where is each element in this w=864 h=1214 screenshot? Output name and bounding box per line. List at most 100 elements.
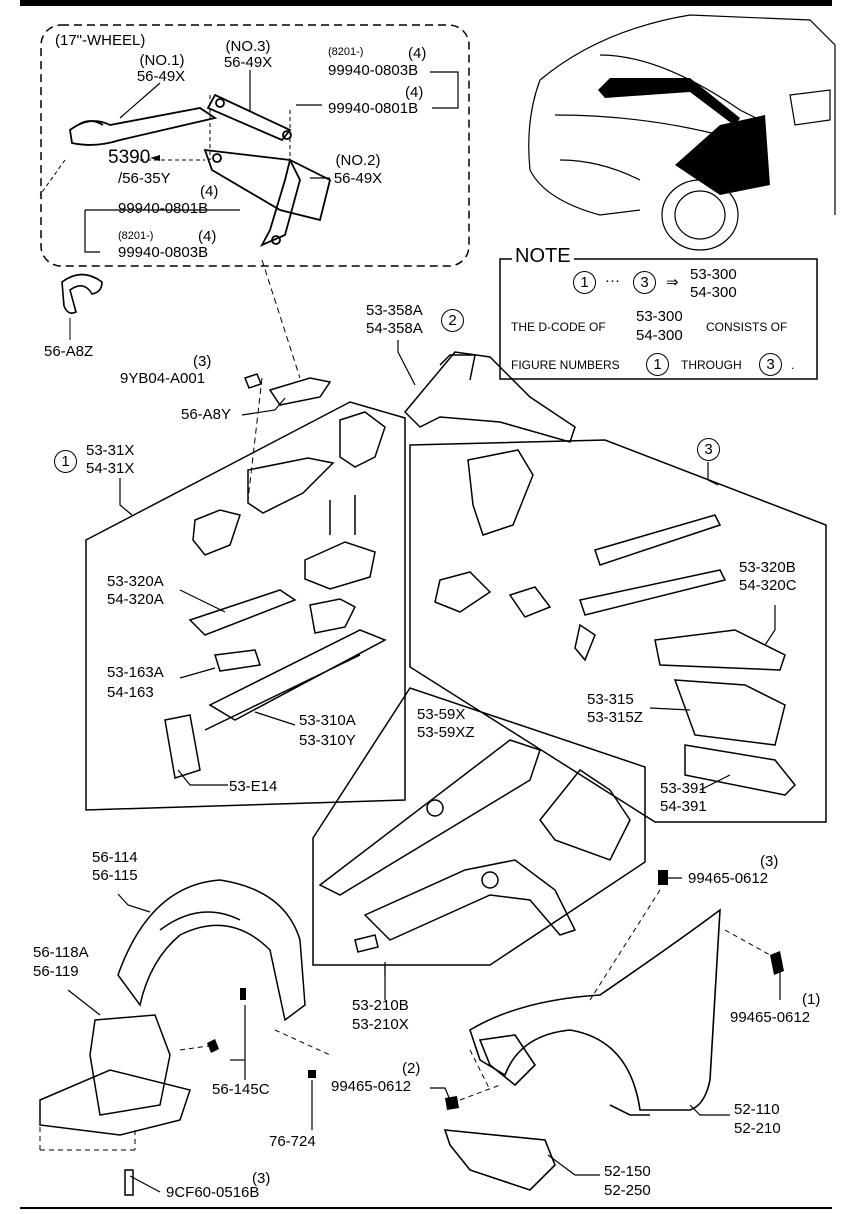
label-56-145c: 56-145C <box>212 1081 270 1098</box>
group3-parts <box>434 449 797 796</box>
wheel-box-pointers <box>84 70 459 253</box>
label-76-724: 76-724 <box>269 1133 316 1150</box>
label-no3: (NO.3) <box>225 38 271 55</box>
group3-pointers <box>649 605 776 791</box>
label-99465-0612-left: 99465-0612 <box>331 1078 412 1095</box>
label-53-31x: 53-31X <box>86 442 135 459</box>
note-line3-mid: THROUGH <box>681 358 742 372</box>
note-circle-3: 3 <box>633 271 656 294</box>
group1-parts <box>164 411 387 779</box>
label-52-210: 52-210 <box>734 1120 781 1137</box>
group3-frame <box>409 439 827 823</box>
group2-parts <box>318 739 631 953</box>
label-53-320a: 53-320A <box>107 573 164 590</box>
fender-pointers <box>384 877 781 1176</box>
note-line2-code1: 53-300 <box>636 308 683 325</box>
note-line3-pre: FIGURE NUMBERS <box>511 358 620 372</box>
label-56-114: 56-114 <box>92 849 138 866</box>
label-53-315: 53-315 <box>587 691 634 708</box>
label-54-320c: 54-320C <box>739 577 797 594</box>
label-56-a8z: 56-A8Z <box>44 343 94 360</box>
label-no3-part: 56-49X <box>223 54 273 71</box>
qty-3-screw: (3) <box>760 853 779 870</box>
note-line3-circle-3: 3 <box>759 353 782 376</box>
qty-4-c: (4) <box>200 183 219 200</box>
circle-1-group: 1 <box>54 450 77 473</box>
wheel-box-leaders <box>39 95 291 196</box>
label-53-59xz: 53-59XZ <box>417 724 475 741</box>
note-code-53-300: 53-300 <box>690 266 737 283</box>
qty-3-a: (3) <box>193 353 212 370</box>
qty-2-screw: (2) <box>402 1060 421 1077</box>
note-dots: ··· <box>605 272 620 289</box>
car-sketch <box>528 14 836 251</box>
label-54-391: 54-391 <box>660 798 707 815</box>
note-arrow: ⇒ <box>666 274 679 291</box>
label-52-250: 52-250 <box>604 1182 651 1199</box>
label-52-150: 52-150 <box>604 1163 651 1180</box>
label-53-391: 53-391 <box>660 780 707 797</box>
group2-frame <box>312 687 646 966</box>
label-8201-bot: (8201-) <box>118 230 154 242</box>
label-53-163a: 53-163A <box>107 664 164 681</box>
note-line2-pre: THE D-CODE OF <box>511 320 606 334</box>
note-line2-code2: 54-300 <box>636 327 683 344</box>
label-53-59x: 53-59X <box>417 706 466 723</box>
label-99465-0612-top: 99465-0612 <box>688 870 769 887</box>
label-no2: (NO.2) <box>335 152 381 169</box>
label-53-e14: 53-E14 <box>229 778 278 795</box>
label-53-315z: 53-315Z <box>587 709 643 726</box>
bracket-56a8y <box>268 377 332 406</box>
label-8201-top: (8201-) <box>328 46 364 58</box>
label-5390: 5390 <box>108 147 151 168</box>
note-title: NOTE <box>512 245 574 268</box>
fender-liner <box>39 879 306 1136</box>
label-99940-0803b-top: 99940-0803B <box>328 62 419 79</box>
note-line3-circle-1: 1 <box>646 353 669 376</box>
qty-3-cf60: (3) <box>252 1170 271 1187</box>
label-9cf60-0516b: 9CF60-0516B <box>166 1184 260 1201</box>
label-53-310y: 53-310Y <box>299 732 356 749</box>
label-99465-0612-right: 99465-0612 <box>730 1009 811 1026</box>
label-53-320b: 53-320B <box>739 559 796 576</box>
liner-pointers <box>67 893 313 1193</box>
label-56-119: 56-119 <box>33 963 79 980</box>
note-code-54-300: 54-300 <box>690 284 737 301</box>
note-line3-end: . <box>791 358 795 372</box>
circle-2-358a: 2 <box>441 309 464 332</box>
mud-flap <box>443 1129 556 1191</box>
hood-seal-highlight <box>598 78 740 126</box>
label-99940-0801b-top: 99940-0801B <box>328 100 419 117</box>
label-54-358a: 54-358A <box>366 320 423 337</box>
label-no1-part: 56-49X <box>136 68 186 85</box>
qty-1-screw: (1) <box>802 991 821 1008</box>
qty-4-a: (4) <box>408 45 427 62</box>
front-fender <box>469 908 721 1116</box>
note-box <box>499 258 818 380</box>
strut-bars <box>69 93 332 247</box>
label-56-115: 56-115 <box>92 867 138 884</box>
label-53-210b: 53-210B <box>352 997 409 1014</box>
note-line2-post: CONSISTS OF <box>706 320 788 334</box>
label-9yb04-a001: 9YB04-A001 <box>120 370 206 387</box>
qty-4-b: (4) <box>405 84 424 101</box>
label-53-310a: 53-310A <box>299 712 356 729</box>
top-rule <box>20 0 832 6</box>
group1-frame <box>85 401 406 811</box>
label-53-358a: 53-358A <box>366 302 423 319</box>
label-99940-0803b-bot: 99940-0803B <box>118 244 209 261</box>
label-56-a8y: 56-A8Y <box>181 406 232 423</box>
label-56-35y: /56-35Y <box>118 170 171 187</box>
wheel-option-box <box>40 24 470 267</box>
part-53358a <box>403 351 576 443</box>
fender-leaders <box>459 889 771 1101</box>
label-52-110: 52-110 <box>734 1101 780 1118</box>
circle-3-group: 3 <box>697 438 720 461</box>
clip-56a8z <box>61 273 103 314</box>
group1-pointers <box>177 589 296 786</box>
label-no2-part: 56-49X <box>333 170 383 187</box>
note-circle-1: 1 <box>573 271 596 294</box>
label-54-31x: 54-31X <box>86 460 135 477</box>
label-54-163: 54-163 <box>107 684 154 701</box>
